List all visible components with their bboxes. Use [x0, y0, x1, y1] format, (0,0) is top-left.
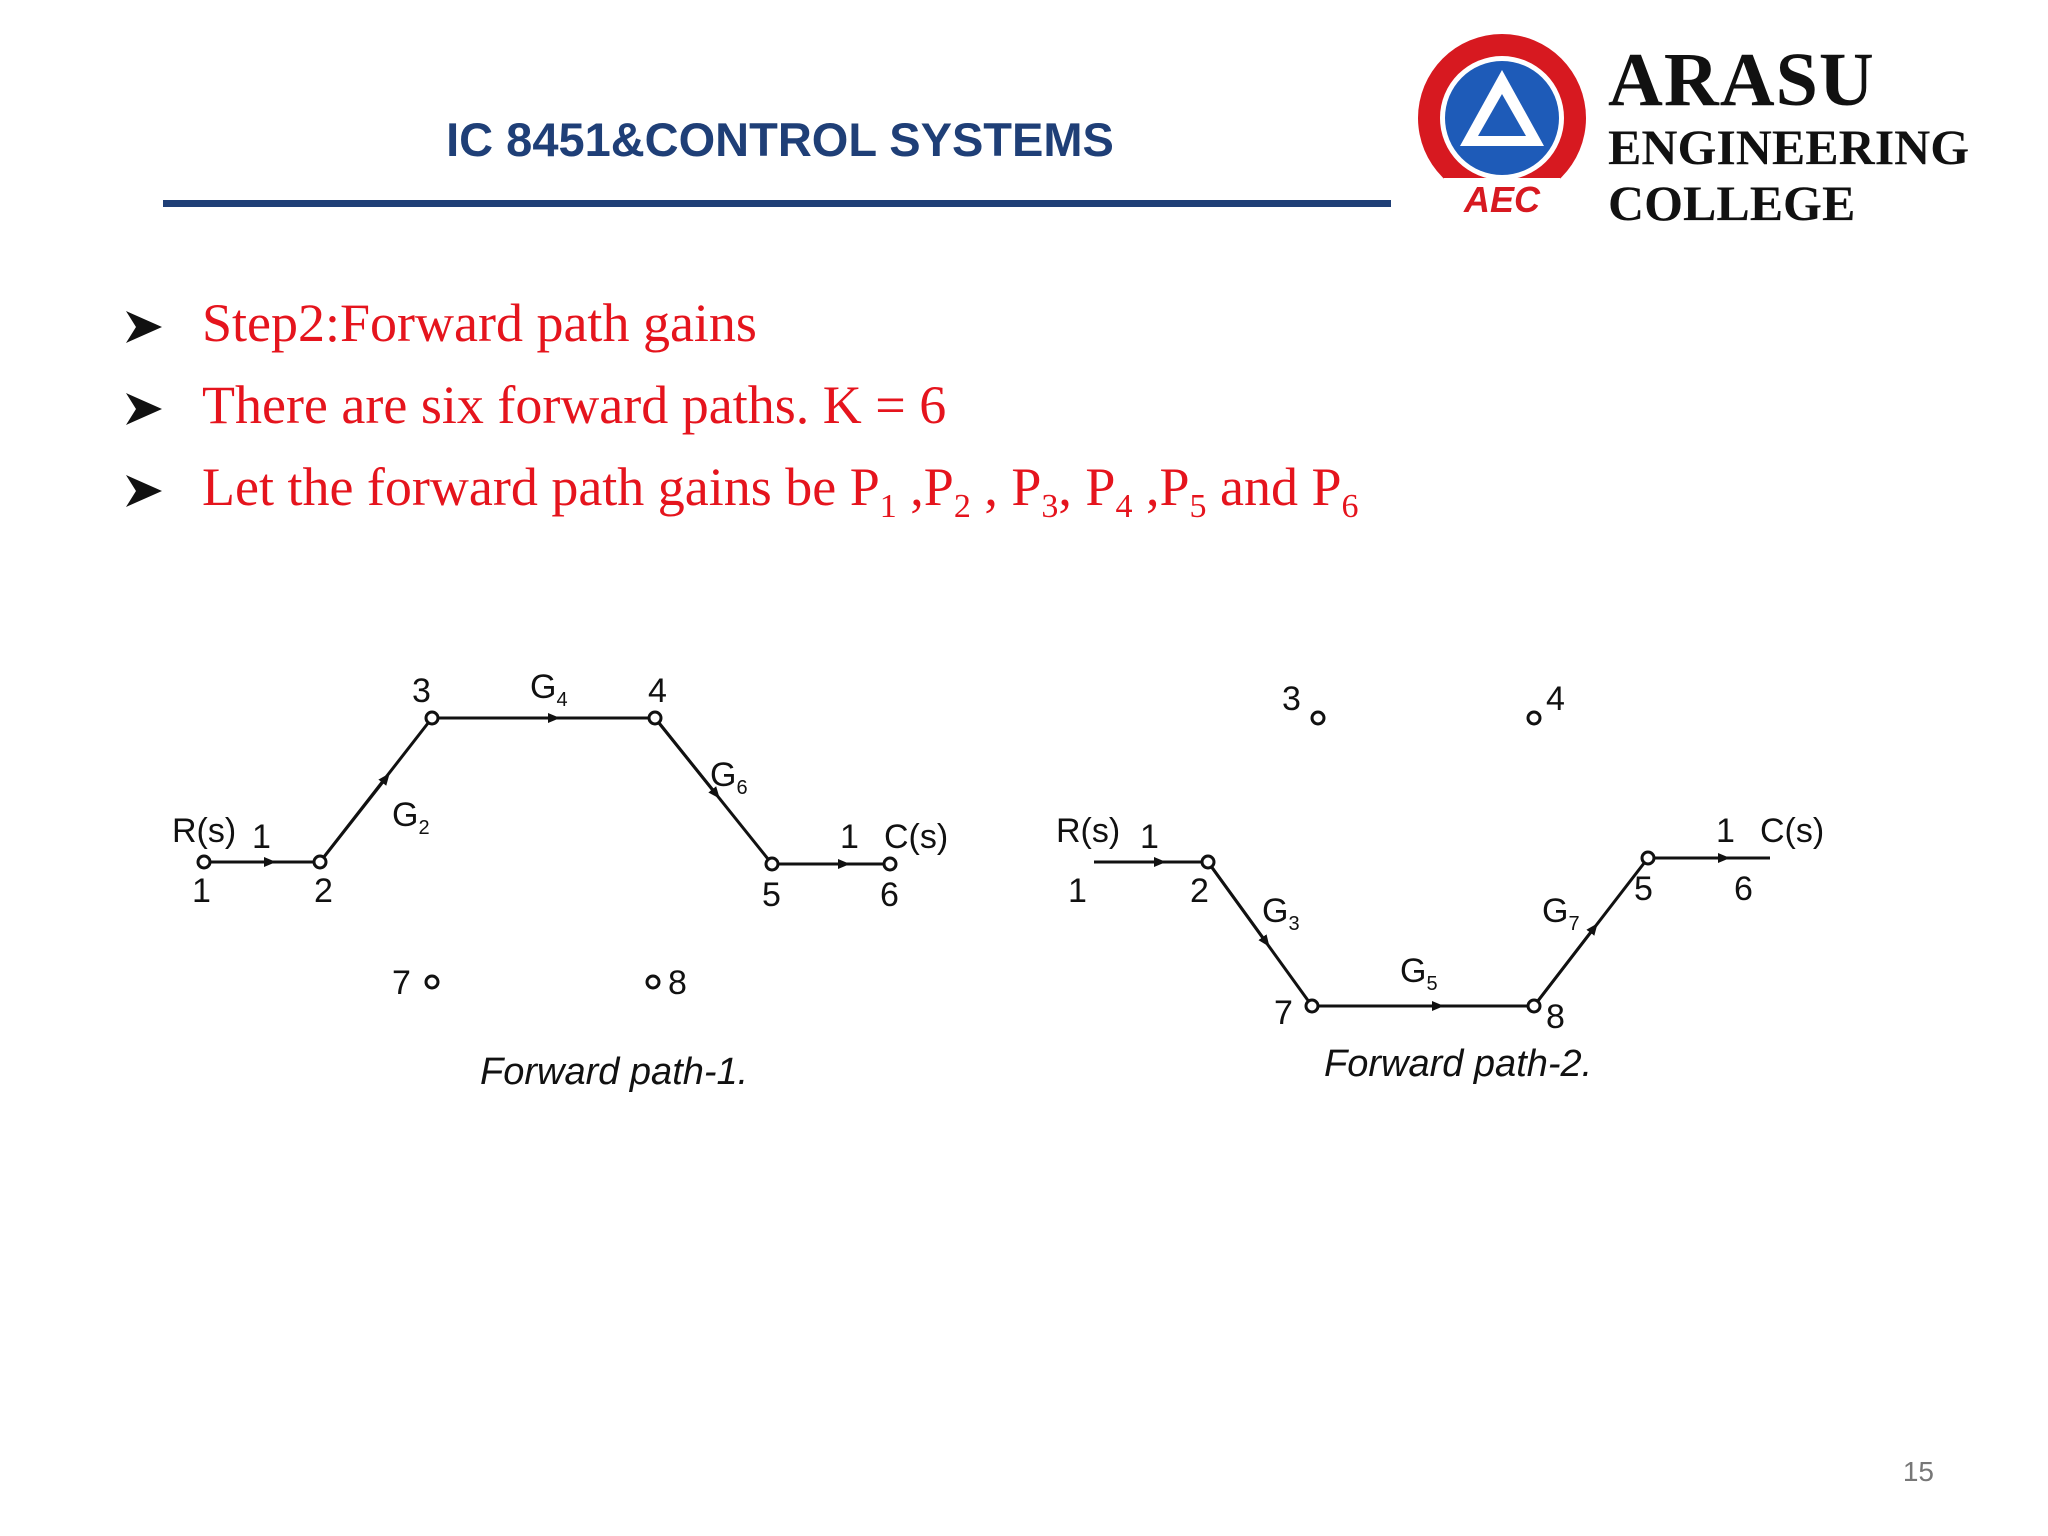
gain-label: G7: [1542, 892, 1580, 935]
gain-label: G6: [710, 756, 748, 799]
node-2: [312, 854, 328, 870]
node-4: [647, 710, 663, 726]
node-7: [424, 974, 440, 990]
node-label: 5: [1634, 870, 1653, 908]
node-3: [424, 710, 440, 726]
diagram-caption: Forward path-2.: [1324, 1043, 1592, 1085]
node-label: 3: [412, 672, 431, 710]
node-label: 4: [648, 672, 667, 710]
node-5: [764, 856, 780, 872]
node-5: [1640, 850, 1656, 866]
node-8: [1526, 998, 1542, 1014]
node-1: [196, 854, 212, 870]
arrow-bullet-icon: [126, 393, 162, 425]
brand-line-2: ENGINEERING: [1608, 119, 1970, 175]
input-label: R(s): [1056, 812, 1120, 850]
node-label: 7: [392, 964, 411, 1002]
node-label: 8: [668, 964, 687, 1002]
college-name: ARASU ENGINEERING COLLEGE: [1608, 42, 1969, 228]
node-7: [1304, 998, 1320, 1014]
node-label: 1: [192, 872, 211, 910]
node-label: 5: [762, 876, 781, 914]
gain-label: G5: [1400, 952, 1438, 995]
arrow-bullet-icon: [126, 475, 162, 507]
diagram-caption: Forward path-1.: [480, 1051, 748, 1093]
forward-path-2-diagram: [1094, 853, 1770, 1011]
output-label: C(s): [1760, 812, 1824, 850]
forward-path-1-diagram: [204, 713, 890, 869]
gain-label: G3: [1262, 892, 1300, 935]
node-label: 1: [1068, 872, 1087, 910]
college-logo-icon: AEC: [1418, 34, 1586, 218]
input-label: R(s): [172, 812, 236, 850]
node-label: 6: [880, 876, 899, 914]
branch-gain: 1: [840, 818, 859, 856]
branch-gain: 1: [1140, 818, 1159, 856]
node-label: 8: [1546, 998, 1565, 1036]
brand-line-1: ARASU: [1608, 38, 1875, 122]
node-4: [1526, 710, 1542, 726]
signal-flow-diagrams: R(s) 1 1 C(s) G2 G4 G6 1 2 3 4 5 6 7 8 F…: [172, 668, 1824, 1093]
gain-label: G2: [392, 796, 430, 839]
page-number: 15: [1902, 1456, 1934, 1487]
course-title: IC 8451&CONTROL SYSTEMS: [446, 113, 1114, 166]
node-3: [1310, 710, 1326, 726]
arrow-bullet-icon: [126, 311, 162, 343]
bullet-text: Let the forward path gains be P1 ,P2 , P…: [202, 457, 1359, 525]
node-label: 3: [1282, 680, 1301, 718]
node-2: [1200, 854, 1216, 870]
node-label: 2: [314, 872, 333, 910]
branch-gain: 1: [1716, 812, 1735, 850]
branch-gain: 1: [252, 818, 271, 856]
node-label: 6: [1734, 870, 1753, 908]
gain-label: G4: [530, 668, 568, 711]
node-label: 4: [1546, 680, 1565, 718]
output-label: C(s): [884, 818, 948, 856]
header-rule: [163, 200, 1391, 207]
logo-abbr: AEC: [1463, 179, 1541, 218]
node-label: 2: [1190, 872, 1209, 910]
node-label: 7: [1274, 994, 1293, 1032]
node-8: [645, 974, 661, 990]
node-6: [882, 856, 898, 872]
bullet-text: Step2:Forward path gains: [202, 293, 757, 353]
bullet-text: There are six forward paths. K = 6: [202, 375, 947, 435]
brand-line-3: COLLEGE: [1608, 175, 1856, 231]
